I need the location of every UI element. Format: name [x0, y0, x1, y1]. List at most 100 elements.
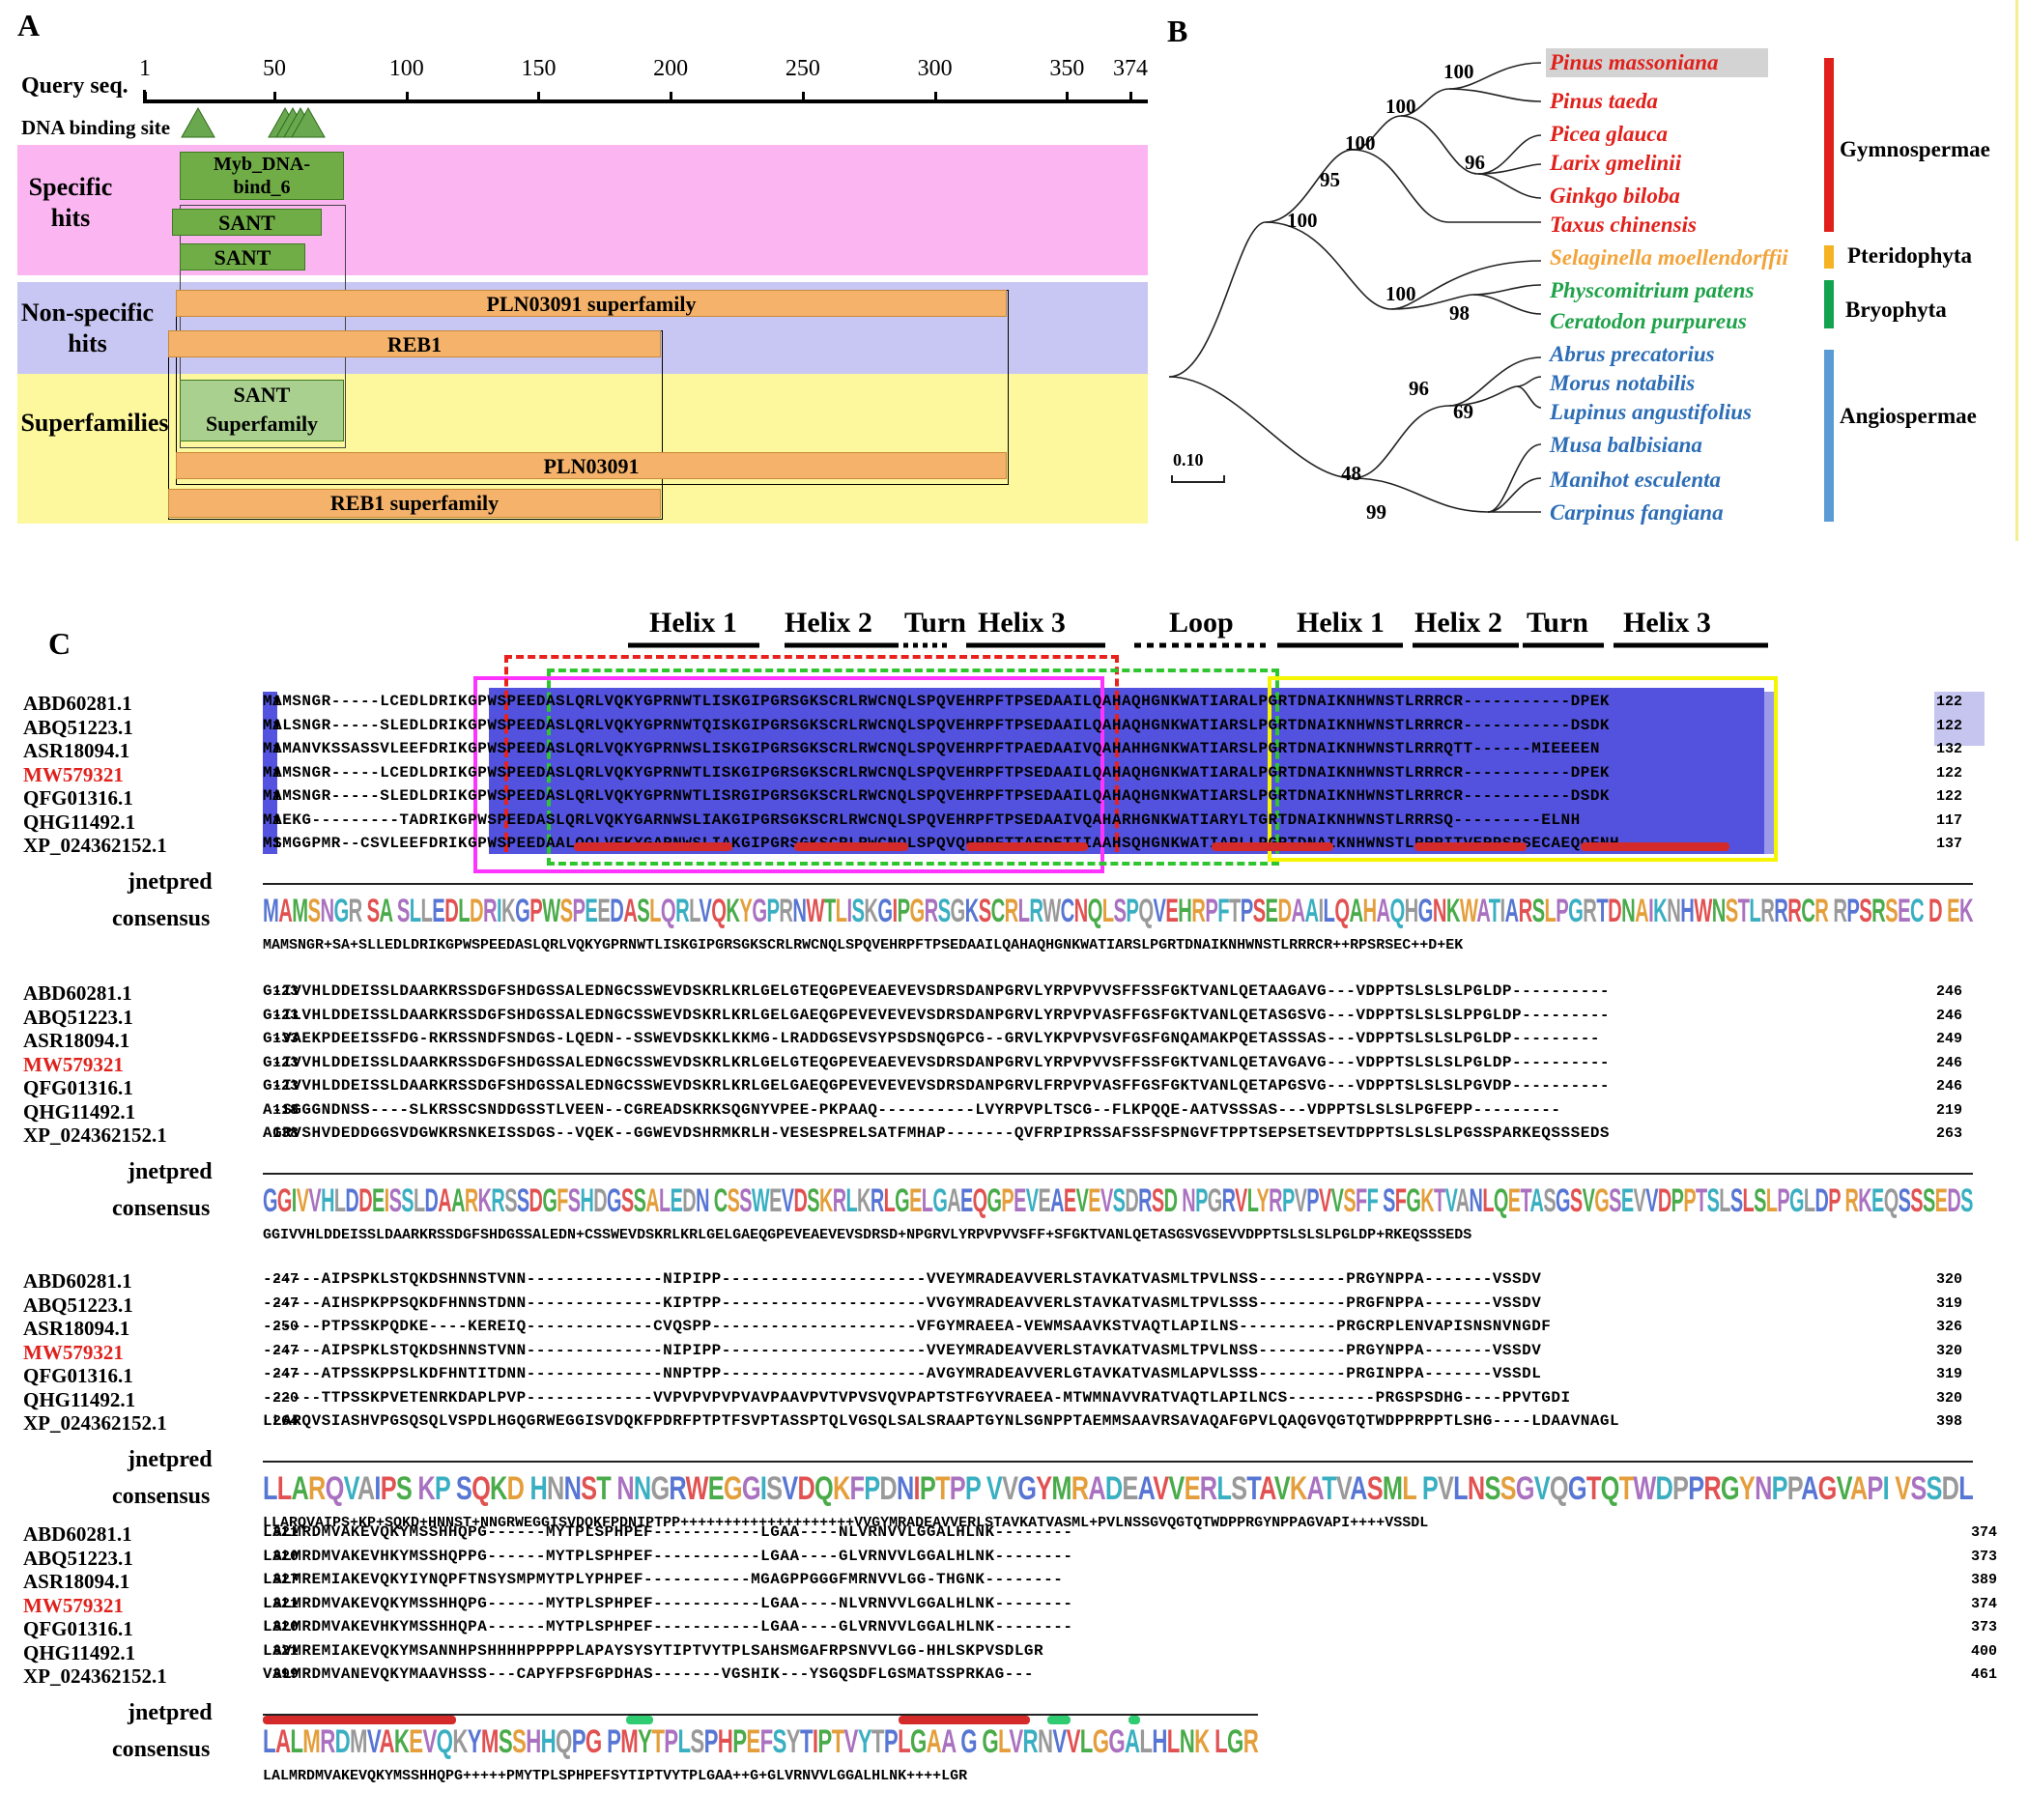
axis-tick-label: 300	[917, 56, 953, 81]
sequence-end: 132	[1936, 741, 1963, 757]
sequence-end: 398	[1936, 1413, 1963, 1430]
structure-label: Helix 2	[785, 607, 872, 639]
sequence-start: 1	[272, 836, 282, 852]
tree-branch	[1516, 376, 1542, 387]
myb-domain-box	[473, 676, 1104, 873]
scale-label: 0.10	[1173, 450, 1204, 469]
tree-branch	[1352, 115, 1402, 151]
sequence-end: 461	[1971, 1666, 1998, 1683]
species-label: Pinus massoniana	[1550, 50, 1719, 74]
tree-branch	[1352, 405, 1450, 479]
consensus-logo: MAMSNGR SA SLLEDLDRIKGPWSPEEDASLQRLVQKYG…	[263, 892, 1974, 929]
sequence-start: 1	[272, 788, 282, 805]
tree-branch	[1477, 163, 1542, 175]
species-label: Physcomitrium patens	[1550, 278, 1755, 302]
tree-branch	[1265, 221, 1392, 310]
sequence-name: ABQ51223.1	[23, 715, 133, 739]
axis-tick-label: 250	[785, 56, 820, 81]
sequence-start: 247	[272, 1366, 300, 1382]
sequence-end: 219	[1936, 1101, 1963, 1119]
tree-branch	[1390, 260, 1542, 310]
sequence-start: 123	[272, 1078, 300, 1095]
sequence-residues: ------AIPSPKLSTQKDSHNNSTVNN-------------…	[263, 1270, 1542, 1288]
sequence-start: 247	[272, 1342, 300, 1359]
sequence-residues: LALMRDMVAKEVQKYMSSHHQPG------MYTPLSPHPEF…	[263, 1594, 1073, 1612]
bootstrap-value: 100	[1287, 209, 1318, 232]
sequence-name: QHG11492.1	[23, 810, 136, 834]
secondary-structure-bar	[899, 1716, 1030, 1724]
sequence-name: MW579321	[23, 1052, 124, 1076]
sequence-residues: VALMRDMVANEVQKYMAAVHSSS---CAPYFPSFGPDHAS…	[263, 1665, 1035, 1683]
sequence-residues: A-SGGGNDNSS----SLKRSSCSNDDGSSTLVEEN--CGR…	[263, 1100, 1561, 1119]
myb-dna-bind-hit: Myb_DNA- bind_6	[180, 152, 344, 200]
sequence-residues: MAMSNGR-----LCEDLDRIKGPWSPEEDASLQRLVQKYG…	[263, 693, 1611, 710]
helix-prediction-bar	[1414, 842, 1527, 851]
consensus-label: consensus	[112, 1195, 211, 1221]
sequence-end: 246	[1936, 1078, 1963, 1095]
clade-bar	[1824, 58, 1834, 232]
tree-branch	[1352, 149, 1450, 223]
sequence-start: 1	[272, 717, 282, 734]
sequence-residues: LAVMREMIAKEVQKYMSANNHPSHHHHPPPPPLAPAYSYS…	[263, 1641, 1044, 1660]
bootstrap-value: 48	[1341, 462, 1361, 485]
sequence-end: 319	[1936, 1294, 1963, 1312]
sequence-start: 247	[272, 1294, 300, 1312]
sequence-residues: ------PTPSSKPQDKE----KEREIQ-------------…	[263, 1318, 1552, 1335]
structure-label: Turn	[904, 607, 966, 639]
consensus-label: consensus	[112, 1483, 211, 1509]
clade-bar	[1824, 280, 1834, 328]
tree-branch	[1448, 385, 1518, 407]
sequence-end: 320	[1936, 1342, 1963, 1359]
species-label: Ceratodon purpureus	[1550, 309, 1747, 333]
superfamilies-label: Superfamilies	[20, 409, 169, 437]
sequence-start: 1	[272, 811, 282, 829]
sequence-name: XP_024362152.1	[23, 1664, 167, 1688]
sequence-start: 321	[272, 1524, 300, 1541]
sequence-end: 117	[1936, 811, 1963, 829]
sequence-residues: G-ILVHLDDEISSLDAARKRSSDGFSHDGSSALEDNGCSS…	[263, 1006, 1611, 1024]
structure-label: Helix 3	[978, 607, 1066, 639]
dna-binding-label: DNA binding site	[21, 116, 171, 139]
jnetpred-line	[263, 1713, 1258, 1716]
species-label: Larix gmelinii	[1550, 151, 1682, 175]
sequence-name: QHG11492.1	[23, 1099, 136, 1123]
tree-branch	[1487, 443, 1542, 513]
sequence-name: ABD60281.1	[23, 1522, 132, 1546]
dna-binding-sites	[181, 106, 326, 138]
sequence-name: ASR18094.1	[23, 739, 130, 762]
axis-tick-label: 100	[388, 56, 424, 81]
sequence-residues: LALMREMIAKEVQKYIYNQPFTNSYSMPMYTPLYPHPEF-…	[263, 1571, 1064, 1588]
partial-conserved-region	[1764, 692, 1776, 854]
jnetpred-line	[263, 1172, 1973, 1175]
sequence-start: 321	[272, 1642, 300, 1660]
sequence-end: 246	[1936, 1054, 1963, 1071]
axis-tick	[670, 92, 673, 101]
query-seq-label: Query seq.	[21, 73, 129, 99]
helix-domain-box	[1268, 676, 1778, 862]
sequence-end: 374	[1971, 1524, 1998, 1541]
sequence-end: 122	[1936, 764, 1963, 782]
secondary-structure-bar	[626, 1716, 653, 1724]
sequence-residues: G-IVVHLDDEISSLDAARKRSSDGFSHDGSSALEDNGCSS…	[263, 1053, 1611, 1071]
jnetpred-label: jnetpred	[128, 1446, 213, 1472]
bootstrap-value: 99	[1366, 500, 1386, 524]
helix-prediction-bar	[794, 842, 908, 851]
species-label: Manihot esculenta	[1550, 468, 1722, 492]
species-label: Musa balbisiana	[1550, 433, 1702, 457]
species-label: Morus notabilis	[1550, 371, 1696, 395]
sequence-start: 399	[272, 1666, 300, 1683]
sequence-start: 138	[272, 1125, 300, 1142]
sequence-residues: MAMSNGR-----SLEDLDRIKGPWSPEEDASLQRLVQKYG…	[263, 787, 1611, 805]
panel-b-border	[2015, 0, 2018, 541]
sequence-name: ASR18094.1	[23, 1570, 130, 1593]
sequence-end: 320	[1936, 1389, 1963, 1407]
sequence-name: QFG01316.1	[23, 786, 133, 810]
